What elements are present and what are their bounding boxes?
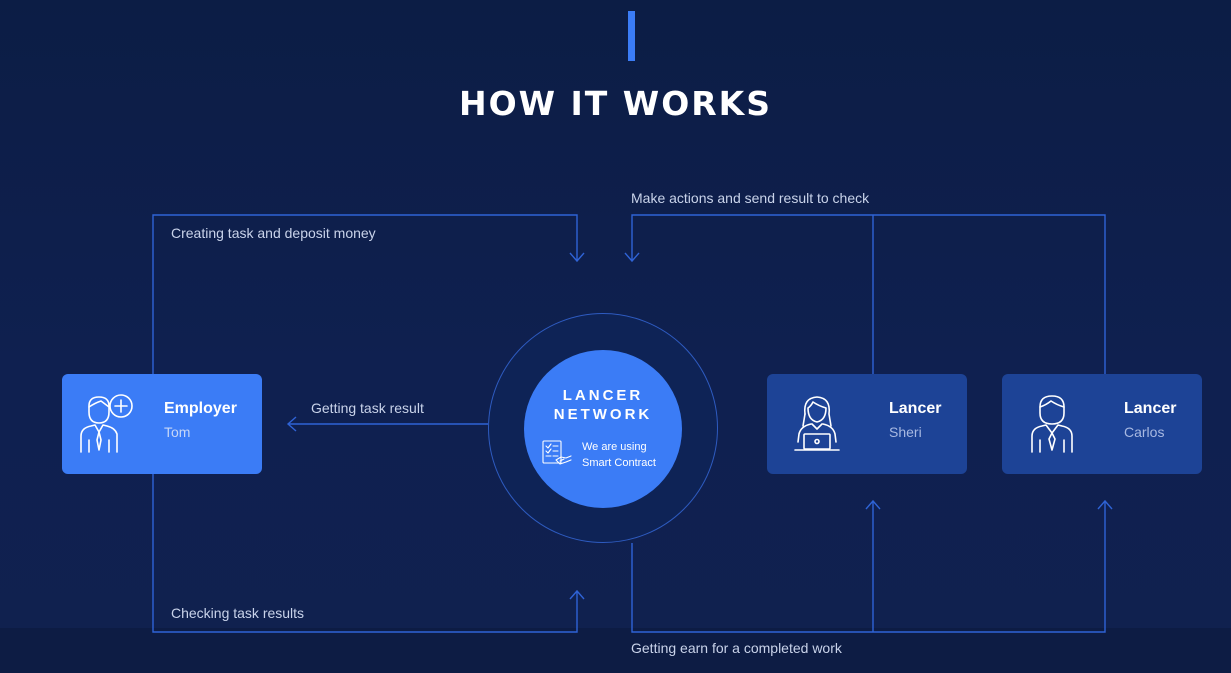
line-make-actions (631, 214, 1106, 374)
arrow-make-actions (624, 252, 640, 263)
arrow-create-task (569, 252, 585, 263)
employer-name: Tom (164, 424, 191, 440)
bottom-band (0, 628, 1231, 673)
smart-contract-icon (542, 440, 572, 465)
smart-contract-line1: We are using (582, 441, 647, 453)
smart-contract-note: We are using Smart Contract (582, 439, 656, 471)
lancer-card-sheri: Lancer Sheri (767, 374, 967, 474)
lancer-network-hub: LANCER NETWORK We are using Smart Contra… (524, 350, 682, 508)
employer-card: Employer Tom (62, 374, 262, 474)
label-make-actions: Make actions and send result to check (631, 190, 870, 206)
line-getting-earn (631, 502, 1106, 633)
arrow-earn-carlos (1097, 499, 1113, 510)
section-accent-bar (628, 11, 635, 61)
woman-laptop-icon (794, 396, 840, 451)
line-create-task (152, 214, 578, 374)
employer-role: Employer (164, 400, 237, 417)
man-tie-icon (1031, 395, 1073, 453)
line-checking-results (152, 474, 578, 633)
add-user-icon (80, 394, 133, 453)
network-title-line1: LANCER (562, 387, 644, 404)
lancer-name-sheri: Sheri (889, 424, 922, 440)
lancer-role-carlos: Lancer (1124, 400, 1177, 417)
arrow-earn-sheri (865, 499, 881, 510)
section-title: HOW IT WORKS (458, 84, 773, 123)
lancer-card-carlos: Lancer Carlos (1002, 374, 1202, 474)
lancer-role-sheri: Lancer (889, 400, 942, 417)
network-title: LANCER NETWORK (524, 386, 682, 424)
lancer-name-carlos: Carlos (1124, 424, 1165, 440)
network-title-line2: NETWORK (553, 406, 653, 423)
smart-contract-line2: Smart Contract (582, 457, 656, 469)
label-checking-results: Checking task results (171, 605, 305, 621)
label-getting-earn: Getting earn for a completed work (631, 640, 842, 656)
label-getting-result: Getting task result (311, 400, 424, 416)
label-create-task: Creating task and deposit money (171, 225, 376, 241)
arrow-checking-results (569, 589, 585, 600)
arrow-getting-result (286, 416, 297, 432)
